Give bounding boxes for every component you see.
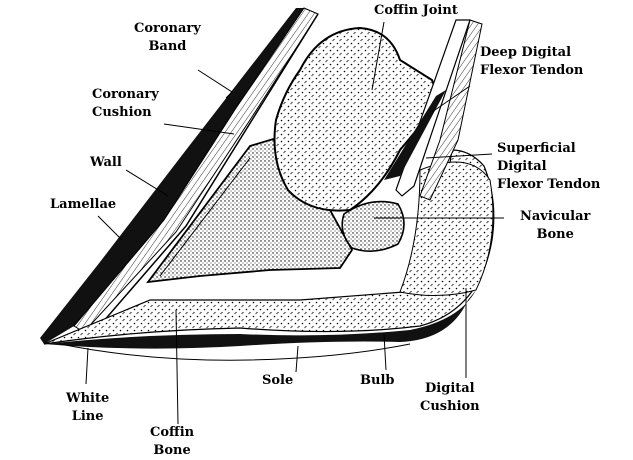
tendons xyxy=(384,19,483,201)
label-white-line-line1: White xyxy=(66,391,110,406)
navicular-shape xyxy=(341,200,405,252)
label-coronary-band-line2: Band xyxy=(148,39,187,54)
label-coffin-bone-line1: Coffin xyxy=(150,425,195,440)
label-sdft-line3: Flexor Tendon xyxy=(497,177,601,192)
label-sole: Sole xyxy=(262,372,293,390)
label-navicular-line1: Navicular xyxy=(520,209,591,224)
label-digital-cushion-line2: Cushion xyxy=(420,399,480,414)
label-lamellae: Lamellae xyxy=(50,196,116,214)
label-coronary-cushion-line2: Cushion xyxy=(92,105,152,120)
label-bulb: Bulb xyxy=(360,372,394,390)
label-ddft-line2: Flexor Tendon xyxy=(480,63,584,78)
label-bulb-line1: Bulb xyxy=(360,373,395,388)
label-wall: Wall xyxy=(90,154,122,172)
label-coronary-cushion-line1: Coronary xyxy=(92,87,159,102)
label-lamellae-line1: Lamellae xyxy=(50,197,117,212)
label-coffin-joint-line1: Coffin Joint xyxy=(374,3,458,18)
label-coronary-cushion: Coronary Cushion xyxy=(92,86,159,122)
label-superficial-digital-flexor-tendon: Superficial Digital Flexor Tendon xyxy=(497,140,600,194)
label-coffin-joint: Coffin Joint xyxy=(374,2,458,20)
label-white-line-line2: Line xyxy=(71,409,104,424)
label-ddft-line1: Deep Digital xyxy=(480,45,572,60)
label-navicular-line2: Bone xyxy=(536,227,574,242)
label-coronary-band: Coronary Band xyxy=(134,20,201,56)
label-digital-cushion: Digital Cushion xyxy=(420,380,480,416)
label-sole-line1: Sole xyxy=(262,373,294,388)
label-navicular-bone: Navicular Bone xyxy=(520,208,590,244)
middle-phalanx-shape xyxy=(273,26,437,212)
label-coffin-bone-line2: Bone xyxy=(153,443,191,458)
label-sdft-line2: Digital xyxy=(497,159,547,174)
label-digital-cushion-line1: Digital xyxy=(425,381,475,396)
label-coronary-band-line1: Coronary xyxy=(134,21,201,36)
label-sdft-line1: Superficial xyxy=(497,141,576,156)
leader-lines xyxy=(85,21,504,425)
label-coffin-bone: Coffin Bone xyxy=(150,424,194,460)
label-wall-line1: Wall xyxy=(90,155,122,170)
label-deep-digital-flexor-tendon: Deep Digital Flexor Tendon xyxy=(480,44,583,80)
label-white-line: White Line xyxy=(66,390,109,426)
